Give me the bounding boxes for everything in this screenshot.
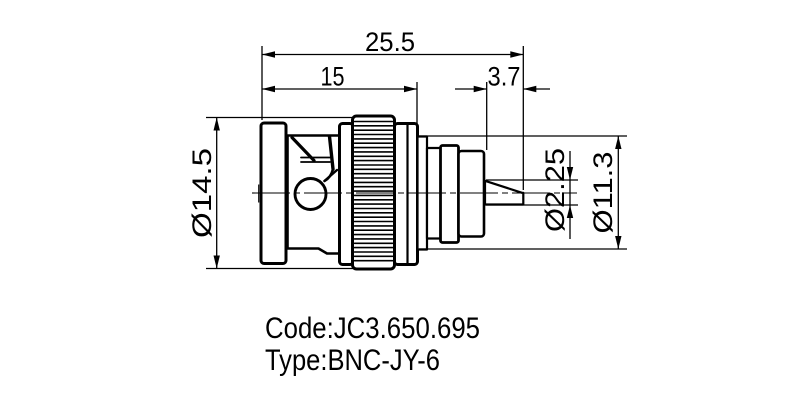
arrow-left — [262, 85, 275, 93]
dim-pin-length: 3.7 — [455, 62, 550, 150]
dim-label-pin-length: 3.7 — [488, 62, 521, 92]
insulator-bushing — [457, 149, 486, 238]
arrow-up-in — [566, 205, 574, 218]
arrow-left-in — [523, 85, 537, 93]
dim-label-rear-diameter: Ø11.3 — [588, 152, 618, 234]
arrow-left — [262, 51, 275, 58]
coupling-collar-left — [338, 122, 355, 266]
dim-label-coupling-diameter: Ø14.5 — [187, 148, 217, 238]
center-axis — [252, 184, 577, 203]
bayonet-slot-hole — [293, 177, 328, 211]
arrow-up — [213, 117, 220, 131]
bayonet-slot — [290, 134, 339, 211]
type-text: Type:BNC-JY-6 — [265, 344, 440, 377]
coupling-collar-right — [393, 122, 419, 266]
arrow-right — [510, 51, 524, 58]
title-block: Code:JC3.650.695 Type:BNC-JY-6 — [265, 312, 480, 377]
arrow-right — [404, 85, 417, 93]
dim-rear-diameter: Ø11.3 — [419, 135, 627, 250]
arrow-down — [213, 255, 220, 269]
knurl-stripes — [353, 120, 394, 262]
dim-label-total-length: 25.5 — [365, 27, 415, 57]
dim-label-body-length: 15 — [321, 62, 345, 92]
dim-body-length: 15 — [262, 62, 418, 134]
code-text: Code:JC3.650.695 — [265, 312, 480, 345]
arrow-right-in — [473, 85, 487, 93]
washer-ring — [439, 144, 460, 244]
dim-label-pin-diameter: Ø2.25 — [540, 148, 570, 232]
arrow-up — [615, 136, 622, 149]
arrow-down — [615, 236, 622, 249]
dim-pin-diameter: Ø2.25 — [486, 148, 578, 239]
arrow-down-in — [566, 167, 574, 180]
dim-coupling-diameter: Ø14.5 — [187, 116, 356, 270]
dim-total-length: 25.5 — [261, 27, 524, 190]
